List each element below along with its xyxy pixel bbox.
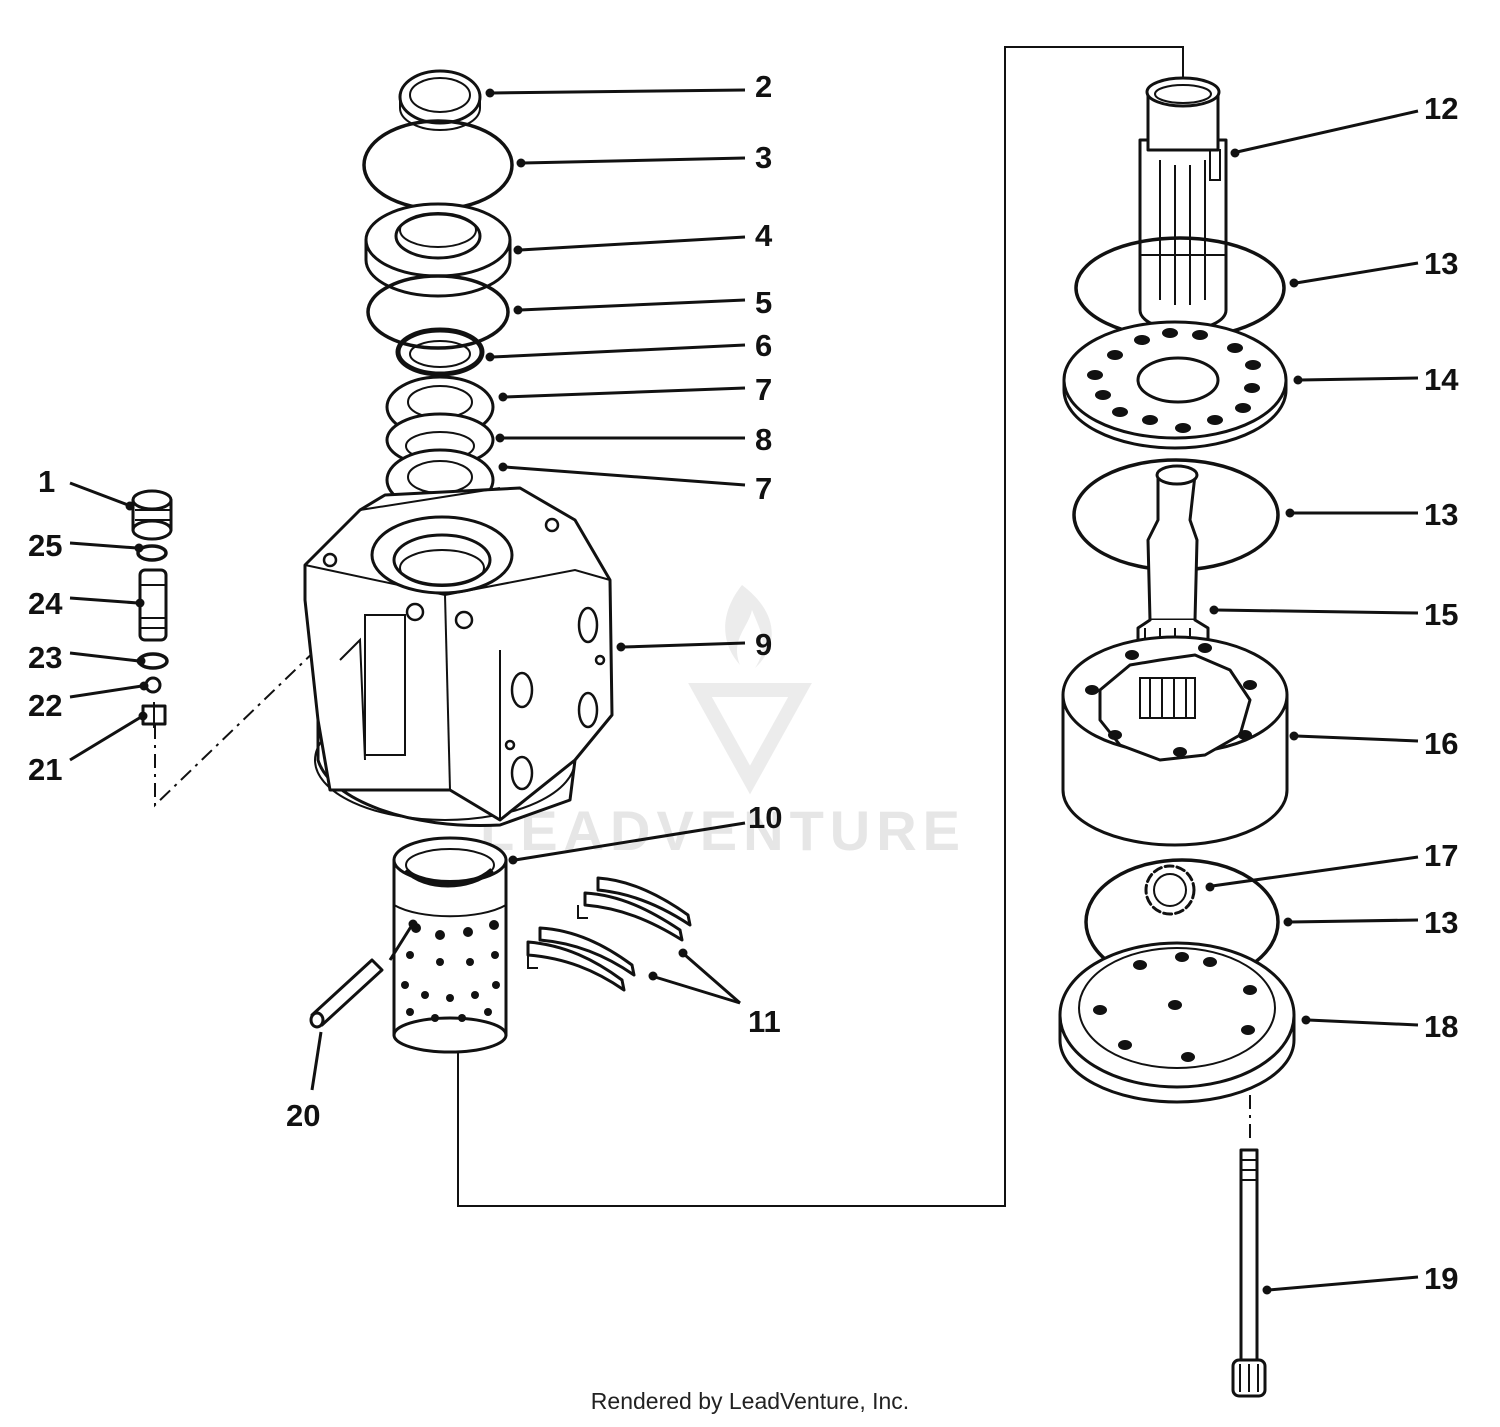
part-12-drive-sleeve	[1138, 76, 1228, 332]
part-4-bushing	[364, 202, 512, 298]
callout-label: 4	[755, 218, 773, 253]
callout-label: 9	[755, 627, 772, 662]
part-9-housing	[303, 486, 614, 828]
callout-label: 24	[28, 586, 63, 621]
part-14-spacer-plate	[1062, 320, 1288, 450]
callout-label: 8	[755, 422, 772, 457]
callout-label: 17	[1424, 838, 1458, 873]
callout-label: 5	[755, 285, 772, 320]
callout-label: 10	[748, 800, 782, 835]
callout-label: 13	[1424, 905, 1458, 940]
part-20-pin	[309, 958, 384, 1029]
callout-label: 18	[1424, 1009, 1458, 1044]
part-17-spacer-gear	[1144, 864, 1196, 916]
leader-lines	[69, 88, 1419, 1295]
part-16-gerotor	[1061, 635, 1289, 847]
callout-labels: 2 3 4 5 6 7 8 7 9 10 11 12 13 14 13 15 1…	[28, 69, 1459, 1296]
callout-label: 6	[755, 328, 772, 363]
part-11-centering-springs	[526, 876, 692, 992]
callout-label: 21	[28, 752, 62, 787]
callout-label: 3	[755, 140, 772, 175]
callout-label: 7	[755, 471, 772, 506]
callout-label: 13	[1424, 246, 1458, 281]
footer-credit: Rendered by LeadVenture, Inc.	[590, 1388, 910, 1414]
callout-label: 12	[1424, 91, 1458, 126]
part-6-seal	[395, 327, 485, 377]
callout-label: 23	[28, 640, 62, 675]
part-15-drive-shaft	[1136, 464, 1210, 650]
callout-label: 16	[1424, 726, 1458, 761]
callout-label: 19	[1424, 1261, 1458, 1296]
callout-label: 1	[38, 464, 55, 499]
part-3-oring	[362, 119, 514, 211]
part-21-insert	[141, 702, 167, 728]
callout-label: 11	[748, 1004, 781, 1039]
callout-label: 7	[755, 372, 772, 407]
part-1-cap-plug	[131, 489, 173, 541]
part-10-spool	[392, 836, 508, 1054]
part-25-oring	[136, 544, 168, 562]
callout-label: 15	[1424, 597, 1458, 632]
callout-label: 25	[28, 528, 62, 563]
callout-label: 14	[1424, 362, 1459, 397]
part-2-seal	[398, 69, 482, 131]
callout-label: 2	[755, 69, 772, 104]
leadventure-logo-icon	[688, 585, 812, 795]
watermark: LEADVENTURE	[480, 585, 960, 862]
callout-label: 22	[28, 688, 62, 723]
callout-label: 20	[286, 1098, 320, 1133]
part-18-end-cap	[1058, 941, 1296, 1104]
part-19-cap-screw	[1231, 1148, 1267, 1398]
part-5-oring	[366, 274, 510, 350]
callout-label: 13	[1424, 497, 1458, 532]
